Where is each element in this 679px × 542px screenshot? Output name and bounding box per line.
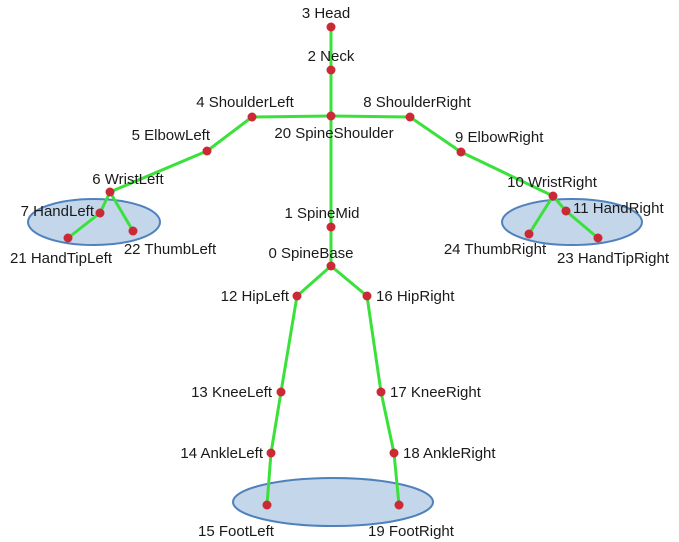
left-hand-ellipse bbox=[27, 198, 161, 246]
bone-hip-right-knee-right bbox=[365, 294, 383, 394]
joint-label-ankle-left: 14 AnkleLeft bbox=[180, 445, 263, 462]
joint-ankle-right-dot bbox=[389, 448, 399, 458]
joint-foot-right-dot bbox=[394, 500, 404, 510]
joint-hand-tip-left-dot bbox=[63, 233, 73, 243]
joint-label-foot-right: 19 FootRight bbox=[368, 523, 455, 540]
joint-shoulder-right-dot bbox=[405, 112, 415, 122]
joint-label-wrist-right: 10 WristRight bbox=[507, 174, 598, 191]
joint-label-thumb-right: 24 ThumbRight bbox=[444, 241, 547, 258]
joint-label-elbow-left: 5 ElbowLeft bbox=[132, 127, 211, 144]
joint-foot-left-dot bbox=[262, 500, 272, 510]
joint-head-dot bbox=[326, 22, 336, 32]
joint-knee-right-dot bbox=[376, 387, 386, 397]
joint-label-thumb-left: 22 ThumbLeft bbox=[124, 241, 217, 258]
joint-spine-shoulder-dot bbox=[326, 111, 336, 121]
joint-label-ankle-right: 18 AnkleRight bbox=[403, 445, 496, 462]
joint-label-knee-right: 17 KneeRight bbox=[390, 384, 482, 401]
bone-ankle-right-foot-right bbox=[392, 451, 401, 507]
joint-label-hand-right: 11 HandRight bbox=[573, 200, 664, 217]
joint-label-spine-mid: 1 SpineMid bbox=[284, 205, 359, 222]
bone-wrist-right-thumb-right bbox=[527, 194, 555, 236]
bone-knee-left-ankle-left bbox=[269, 390, 283, 455]
right-hand-ellipse bbox=[501, 198, 643, 246]
bone-knee-right-ankle-right bbox=[379, 390, 396, 455]
bone-hip-left-knee-left bbox=[279, 294, 299, 394]
joint-elbow-left-dot bbox=[202, 146, 212, 156]
joint-elbow-right-dot bbox=[456, 147, 466, 157]
joint-label-hand-tip-left: 21 HandTipLeft bbox=[10, 250, 113, 267]
bone-hand-right-hand-tip-right bbox=[564, 209, 600, 240]
joint-hand-right-dot bbox=[561, 206, 571, 216]
joint-shoulder-left-dot bbox=[247, 112, 257, 122]
joint-label-shoulder-right: 8 ShoulderRight bbox=[363, 94, 471, 111]
joint-spine-mid-dot bbox=[326, 222, 336, 232]
feet-ellipse bbox=[232, 477, 434, 527]
joint-label-hip-left: 12 HipLeft bbox=[221, 288, 290, 305]
joint-label-knee-left: 13 KneeLeft bbox=[191, 384, 273, 401]
joint-label-spine-shoulder: 20 SpineShoulder bbox=[274, 125, 393, 142]
joint-label-elbow-right: 9 ElbowRight bbox=[455, 129, 544, 146]
joint-label-wrist-left: 6 WristLeft bbox=[92, 171, 164, 188]
bone-ankle-left-foot-left bbox=[265, 451, 273, 507]
bone-spine-base-hip-right bbox=[329, 264, 369, 298]
bone-spine-shoulder-shoulder-right bbox=[329, 114, 412, 119]
joint-hand-tip-right-dot bbox=[593, 233, 603, 243]
bone-elbow-left-wrist-left bbox=[108, 149, 209, 194]
joint-wrist-right-dot bbox=[548, 191, 558, 201]
joint-thumb-left-dot bbox=[128, 226, 138, 236]
bone-shoulder-right-elbow-right bbox=[408, 115, 463, 154]
joint-knee-left-dot bbox=[276, 387, 286, 397]
joint-label-shoulder-left: 4 ShoulderLeft bbox=[196, 94, 294, 111]
bone-spine-base-hip-left bbox=[295, 264, 333, 298]
joint-label-spine-base: 0 SpineBase bbox=[268, 245, 353, 262]
bone-elbow-right-wrist-right bbox=[459, 150, 555, 198]
joint-label-hand-tip-right: 23 HandTipRight bbox=[557, 250, 670, 267]
joint-label-hip-right: 16 HipRight bbox=[376, 288, 455, 305]
joint-spine-base-dot bbox=[326, 261, 336, 271]
joint-hand-left-dot bbox=[95, 208, 105, 218]
joint-label-foot-left: 15 FootLeft bbox=[198, 523, 275, 540]
bone-shoulder-left-elbow-left bbox=[205, 115, 254, 153]
bone-hand-left-hand-tip-left bbox=[66, 211, 102, 240]
joint-wrist-left-dot bbox=[105, 187, 115, 197]
joint-hip-right-dot bbox=[362, 291, 372, 301]
joint-ankle-left-dot bbox=[266, 448, 276, 458]
bone-wrist-left-thumb-left bbox=[108, 190, 135, 233]
joint-neck-dot bbox=[326, 65, 336, 75]
joint-label-hand-left: 7 HandLeft bbox=[21, 203, 95, 220]
joint-hip-left-dot bbox=[292, 291, 302, 301]
bone-spine-shoulder-shoulder-left bbox=[250, 114, 333, 119]
joint-thumb-right-dot bbox=[524, 229, 534, 239]
joint-label-head: 3 Head bbox=[302, 5, 350, 22]
joint-label-neck: 2 Neck bbox=[308, 48, 355, 65]
